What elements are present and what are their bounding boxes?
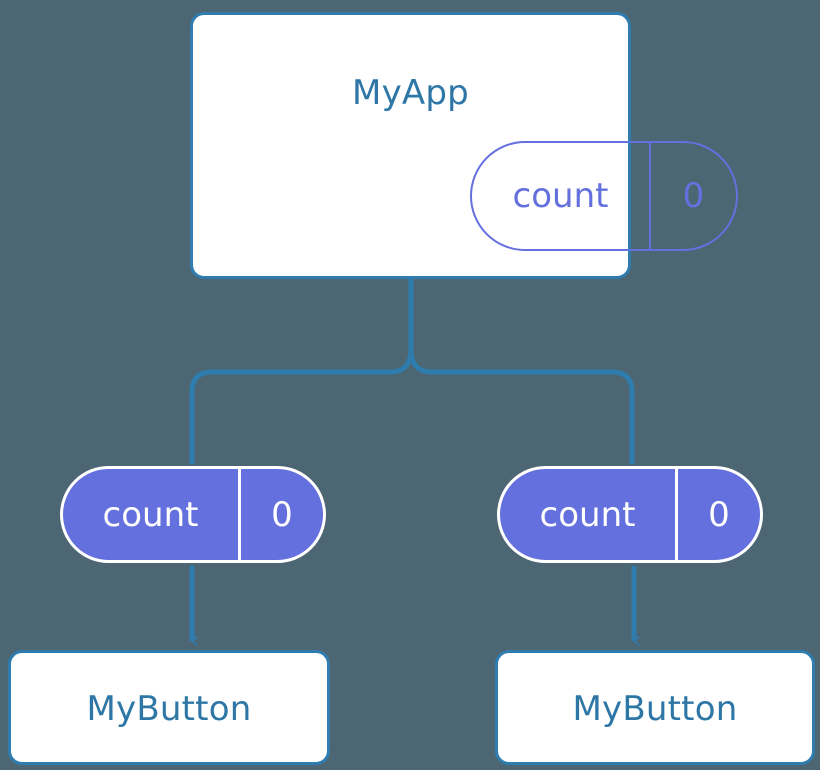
state-pill-value: 0 bbox=[675, 469, 760, 560]
state-pill-key: count bbox=[512, 176, 609, 216]
state-pill-key: count bbox=[102, 494, 199, 535]
connector-branch-right bbox=[408, 347, 635, 465]
component-title-myapp: MyApp bbox=[352, 73, 469, 113]
state-pill-key: count bbox=[539, 494, 636, 535]
state-pill-value: 0 bbox=[238, 469, 323, 560]
component-title-mybutton: MyButton bbox=[86, 689, 252, 729]
component-title-mybutton: MyButton bbox=[572, 689, 738, 729]
component-box-mybutton-right[interactable]: MyButton bbox=[495, 650, 815, 765]
component-box-myapp[interactable]: MyApp count 0 bbox=[190, 12, 738, 279]
state-pill-child-right[interactable]: count 0 bbox=[497, 466, 763, 563]
state-pill-child-left[interactable]: count 0 bbox=[60, 466, 326, 563]
connector-branch-left bbox=[189, 347, 414, 465]
component-box-mybutton-left[interactable]: MyButton bbox=[8, 650, 330, 765]
state-pill-value: 0 bbox=[649, 143, 736, 249]
state-pill-root[interactable]: count 0 bbox=[470, 141, 738, 251]
